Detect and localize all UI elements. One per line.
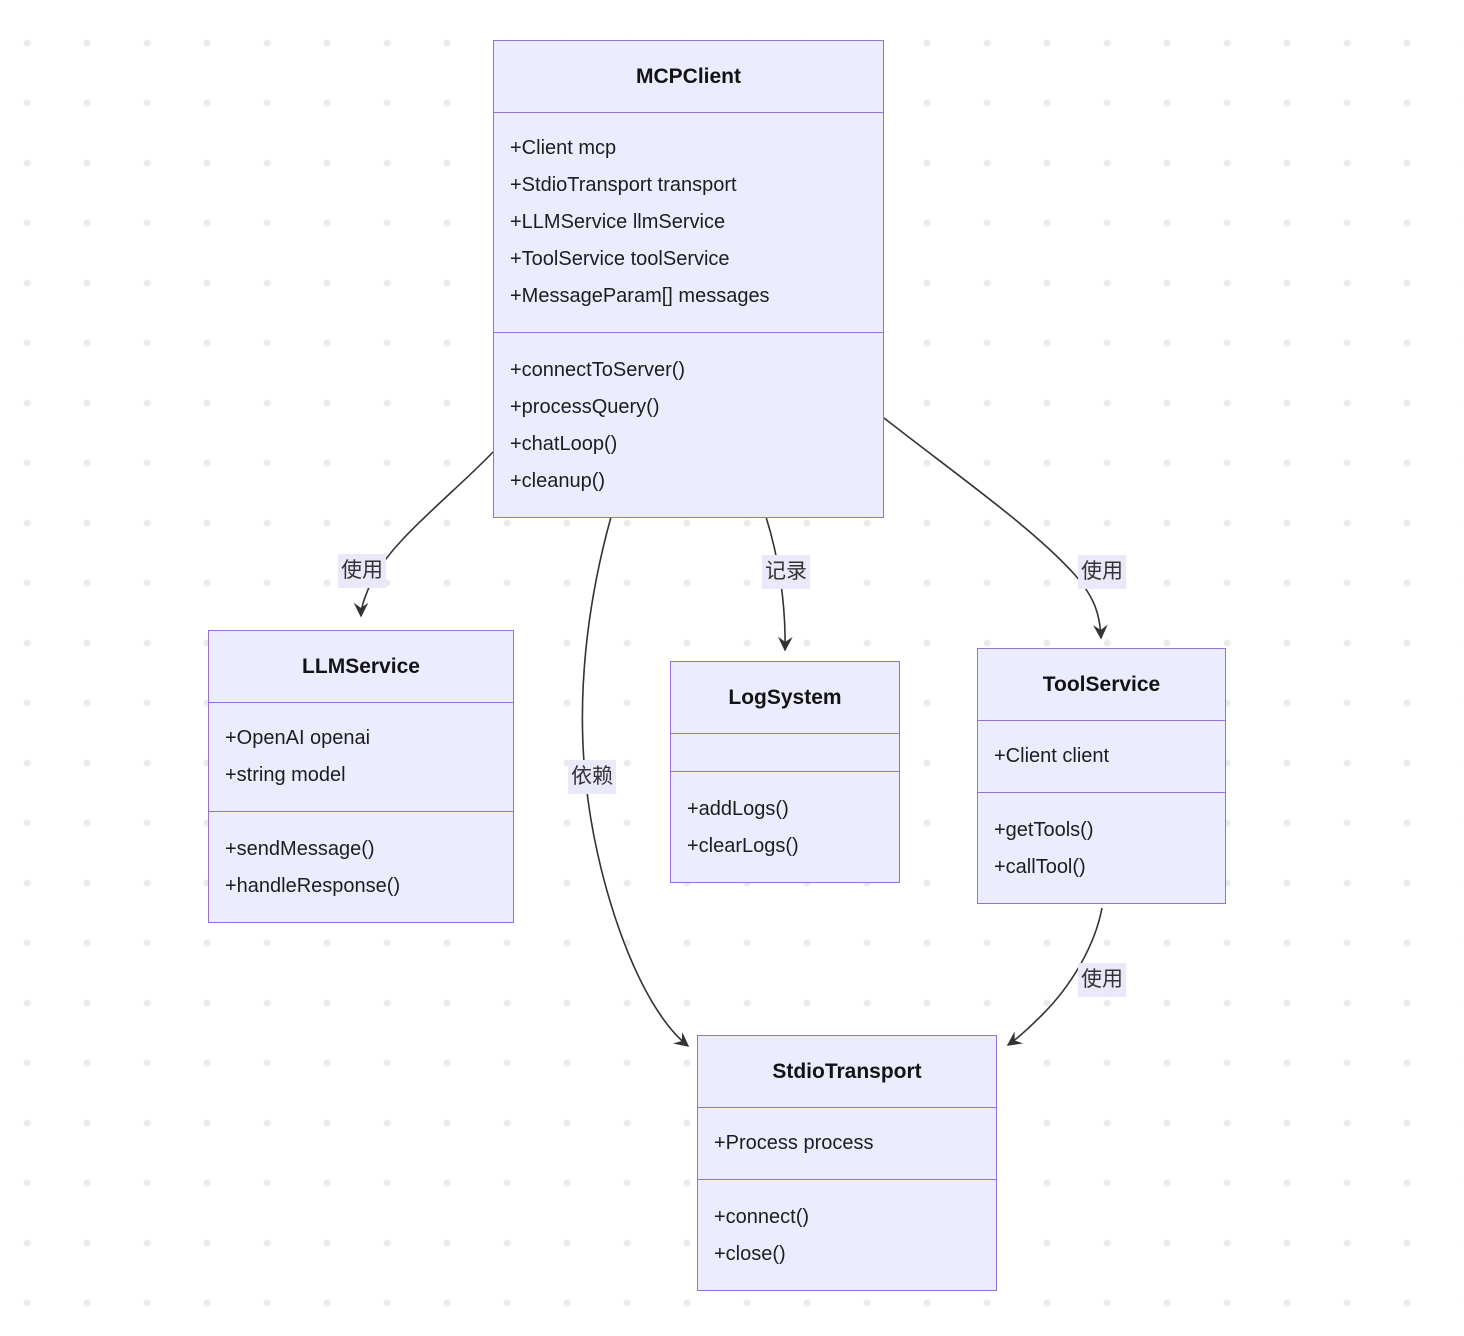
attribute: +Client mcp [510,137,617,159]
edge-mcpclient-to-toolservice [883,417,1108,640]
method: +chatLoop() [510,433,618,455]
method: +close() [714,1243,786,1265]
class-attributes: +Client mcp +StdioTransport transport +L… [494,113,883,333]
attribute: +Client client [994,745,1110,767]
attribute: +LLMService llmService [510,211,726,233]
class-methods: +connectToServer() +processQuery() +chat… [494,333,883,517]
class-llmservice: LLMService +OpenAI openai +string model … [208,630,514,923]
method: +handleResponse() [225,875,401,897]
class-attributes: +Client client [978,721,1225,793]
edge-label-record-logsystem: 记录 [762,555,810,589]
method: +connectToServer() [510,359,686,381]
class-title: MCPClient [494,41,883,113]
class-methods: +addLogs() +clearLogs() [671,772,899,882]
attribute: +OpenAI openai [225,727,371,749]
class-methods: +connect() +close() [698,1180,996,1290]
attribute: +MessageParam[] messages [510,285,770,307]
attribute: +string model [225,764,346,786]
attribute: +ToolService toolService [510,248,730,270]
class-title: LLMService [209,631,513,703]
method: +cleanup() [510,470,606,492]
edge-mcpclient-to-llmservice [353,451,494,618]
class-stdiotransport: StdioTransport +Process process +connect… [697,1035,997,1291]
class-title: ToolService [978,649,1225,721]
class-methods: +sendMessage() +handleResponse() [209,812,513,922]
method: +addLogs() [687,798,789,820]
class-attributes: +Process process [698,1108,996,1180]
class-mcpclient: MCPClient +Client mcp +StdioTransport tr… [493,40,884,518]
edge-label-use-toolservice: 使用 [1078,555,1126,589]
edge-label-depend-stdiotransport: 依赖 [568,760,616,794]
method: +processQuery() [510,396,660,418]
class-logsystem: LogSystem +addLogs() +clearLogs() [670,661,900,883]
method: +connect() [714,1206,810,1228]
attribute: +Process process [714,1132,874,1154]
class-title: LogSystem [671,662,899,734]
method: +sendMessage() [225,838,375,860]
edge-label-use-stdiotransport: 使用 [1078,963,1126,997]
class-methods: +getTools() +callTool() [978,793,1225,903]
method: +callTool() [994,856,1086,878]
method: +getTools() [994,819,1094,841]
edge-label-use-llmservice: 使用 [338,554,386,588]
class-attributes: +OpenAI openai +string model [209,703,513,812]
class-attributes-empty [671,734,899,772]
class-title: StdioTransport [698,1036,996,1108]
attribute: +StdioTransport transport [510,174,737,196]
class-toolservice: ToolService +Client client +getTools() +… [977,648,1226,904]
method: +clearLogs() [687,835,799,857]
